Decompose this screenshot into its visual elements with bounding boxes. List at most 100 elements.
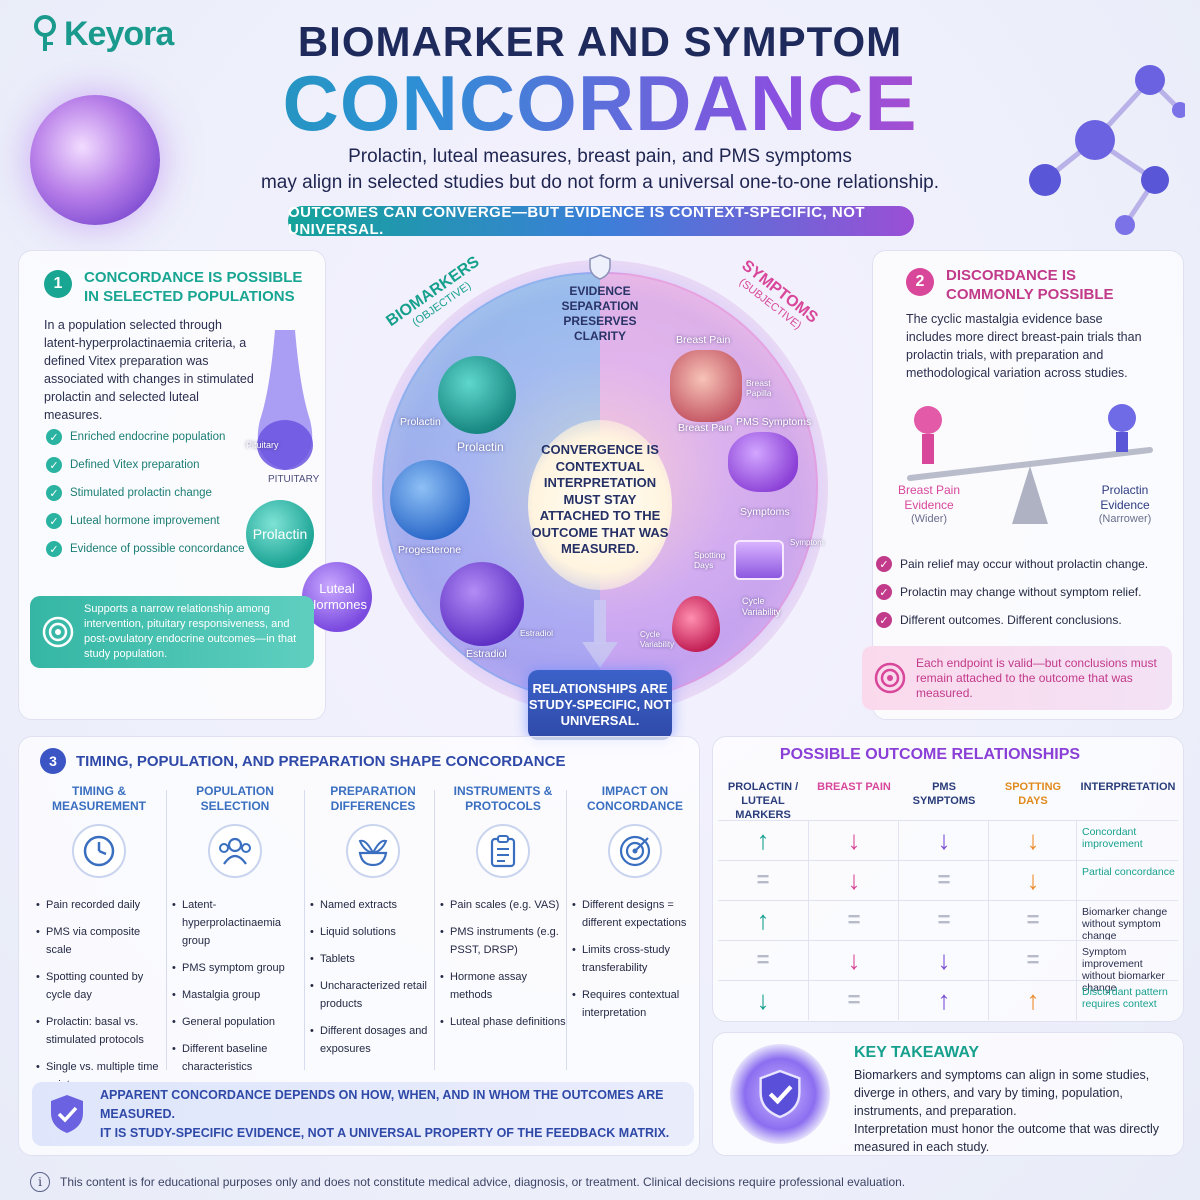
subtitle: Prolactin, luteal measures, breast pain,… (200, 144, 1000, 196)
target-icon (608, 824, 662, 878)
breast-pain-label-a: Breast Pain (676, 334, 731, 346)
matrix-cell-up-icon: ↑ (1026, 985, 1040, 1015)
section2-title-line1: DISCORDANCE IS (946, 267, 1077, 284)
section3-column: INSTRUMENTS & PROTOCOLS Pain scales (e.g… (440, 784, 566, 1040)
matrix-interpretation: Biomarker change without symptom change (1082, 906, 1168, 942)
matrix-interpretation: Concordant improvement (1082, 826, 1143, 850)
column-list: Pain scales (e.g. VAS) PMS instruments (… (440, 896, 566, 1031)
matrix-cell-up-icon: ↑ (756, 905, 770, 935)
section2-title-line2: COMMONLY POSSIBLE (946, 286, 1114, 303)
column-list: Pain recorded daily PMS via composite sc… (36, 896, 162, 1094)
section1-number: 1 (44, 270, 72, 298)
list-item: Luteal phase definitions (440, 1013, 566, 1031)
list-item: Uncharacterized retail products (310, 977, 436, 1013)
takeaway-text: Biomarkers and symptoms can align in som… (854, 1066, 1172, 1156)
matrix-header: PMS SYMPTOMS (912, 781, 976, 807)
matrix-interpretation: Partial concordance (1082, 866, 1175, 878)
list-item: Mastalgia group (172, 986, 298, 1004)
disclaimer-text: This content is for educational purposes… (60, 1175, 906, 1189)
column-divider (434, 790, 435, 1070)
section1-note: Supports a narrow relationship among int… (30, 596, 314, 668)
keyora-key-icon (34, 15, 56, 51)
matrix-interpretation: Symptom improvement without biomarker ch… (1082, 946, 1165, 994)
matrix-cell-up-icon: ↑ (937, 985, 951, 1015)
column-head: IMPACT ON CONCORDANCE (587, 784, 683, 813)
matrix-row-divider (718, 940, 1178, 941)
cycle-variability-small-label: Cycle Variability (640, 630, 675, 649)
breast-pain-label-b: Breast Pain (678, 422, 733, 434)
matrix-interpretation: Discordant pattern requires context (1082, 986, 1168, 1010)
takeaway-shield-orb (730, 1044, 830, 1144)
section2-body: The cyclic mastalgia evidence base inclu… (906, 312, 1142, 380)
shield-check-icon (51, 1095, 83, 1133)
down-arrow-icon (582, 600, 618, 668)
section3-column: TIMING & MEASUREMENT Pain recorded daily… (36, 784, 162, 1103)
section1-title-line1: CONCORDANCE IS POSSIBLE (84, 269, 303, 286)
section3-column: PREPARATION DIFFERENCES Named extracts L… (310, 784, 436, 1067)
list-item: Limits cross-study transferability (572, 941, 698, 977)
check-row: ✓Evidence of possible concordance (46, 535, 246, 563)
matrix-cell-eq-icon: = (847, 907, 861, 932)
estradiol-label: Estradiol (466, 648, 507, 660)
plant-bowl-icon (346, 824, 400, 878)
matrix-cell-eq-icon: = (847, 987, 861, 1012)
symptom-small-label: Symptom (790, 538, 824, 547)
list-item: PMS via composite scale (36, 923, 162, 959)
pituitary-label: PITUITARY (268, 474, 320, 485)
matrix-column-divider (898, 820, 899, 1020)
breast-papilla-label: Breast Papilla (746, 378, 772, 398)
clock-icon (72, 824, 126, 878)
pms-symptoms-label: PMS Symptoms (736, 416, 812, 428)
section1-title-line2: IN SELECTED POPULATIONS (84, 288, 295, 305)
matrix-cell-down-icon: ↓ (847, 825, 861, 855)
matrix-cell-down-icon: ↓ (937, 945, 951, 975)
scale-left-label: Breast Pain Evidence (Wider) (894, 483, 964, 525)
clipboard-icon (476, 824, 530, 878)
list-item: Liquid solutions (310, 923, 436, 941)
section3-column: IMPACT ON CONCORDANCE Different designs … (572, 784, 698, 1031)
section3-title: TIMING, POPULATION, AND PREPARATION SHAP… (76, 753, 566, 770)
matrix-row-divider (718, 820, 1178, 821)
center-core-text: CONVERGENCE IS CONTEXTUAL INTERPRETATION… (531, 442, 669, 556)
column-divider (304, 790, 305, 1070)
matrix-column-divider (988, 820, 989, 1020)
prolactin-molecule (438, 356, 516, 434)
column-divider (166, 790, 167, 1070)
luteal-sphere-label: Luteal Hormones (307, 581, 367, 612)
progesterone-label: Progesterone (398, 544, 462, 556)
matrix-card (712, 736, 1184, 1022)
header-banner: OUTCOMES CAN CONVERGE—BUT EVIDENCE IS CO… (288, 204, 914, 238)
list-item: Different dosages and exposures (310, 1022, 436, 1058)
matrix-column-divider (808, 820, 809, 1020)
check-row: ✓Luteal hormone improvement (46, 507, 246, 535)
takeaway-line2: Interpretation must honor the outcome th… (854, 1122, 1160, 1154)
section1-note-text: Supports a narrow relationship among int… (84, 603, 297, 660)
logo-text: Keyora (64, 14, 174, 53)
matrix-cell-up-icon: ↑ (756, 825, 770, 855)
prolactin-sphere-label: Prolactin (252, 526, 308, 542)
matrix-cell-eq-icon: = (937, 867, 951, 892)
breast-tissue-illustration (670, 350, 742, 422)
target-icon (874, 662, 906, 694)
check-row: ✓Pain relief may occur without prolactin… (876, 550, 1176, 578)
check-row: ✓Prolactin may change without symptom re… (876, 578, 1176, 606)
check-icon: ✓ (876, 556, 892, 572)
section1-body: In a population selected through latent-… (44, 318, 254, 422)
check-icon: ✓ (46, 429, 62, 445)
takeaway-line1: Biomarkers and symptoms can align in som… (854, 1068, 1150, 1118)
brand-logo: Keyora (30, 14, 174, 54)
matrix-header: BREAST PAIN (817, 781, 891, 793)
column-head: INSTRUMENTS & PROTOCOLS (453, 784, 553, 813)
check-row: ✓Stimulated prolactin change (46, 479, 246, 507)
matrix-cell-eq-icon: = (756, 867, 770, 892)
column-divider (566, 790, 567, 1070)
blood-drop-illustration (672, 596, 720, 652)
title-line1: BIOMARKER AND SYMPTOM (297, 18, 903, 65)
section2-note: Each endpoint is valid—but conclusions m… (862, 646, 1172, 710)
check-row: ✓Defined Vitex preparation (46, 451, 246, 479)
matrix-cell-down-icon: ↓ (756, 985, 770, 1015)
center-core (528, 420, 672, 590)
list-item: Tablets (310, 950, 436, 968)
section3-column: POPULATION SELECTION Latent-hyperprolact… (172, 784, 298, 1085)
scale-left-title: Breast Pain Evidence (897, 483, 961, 512)
